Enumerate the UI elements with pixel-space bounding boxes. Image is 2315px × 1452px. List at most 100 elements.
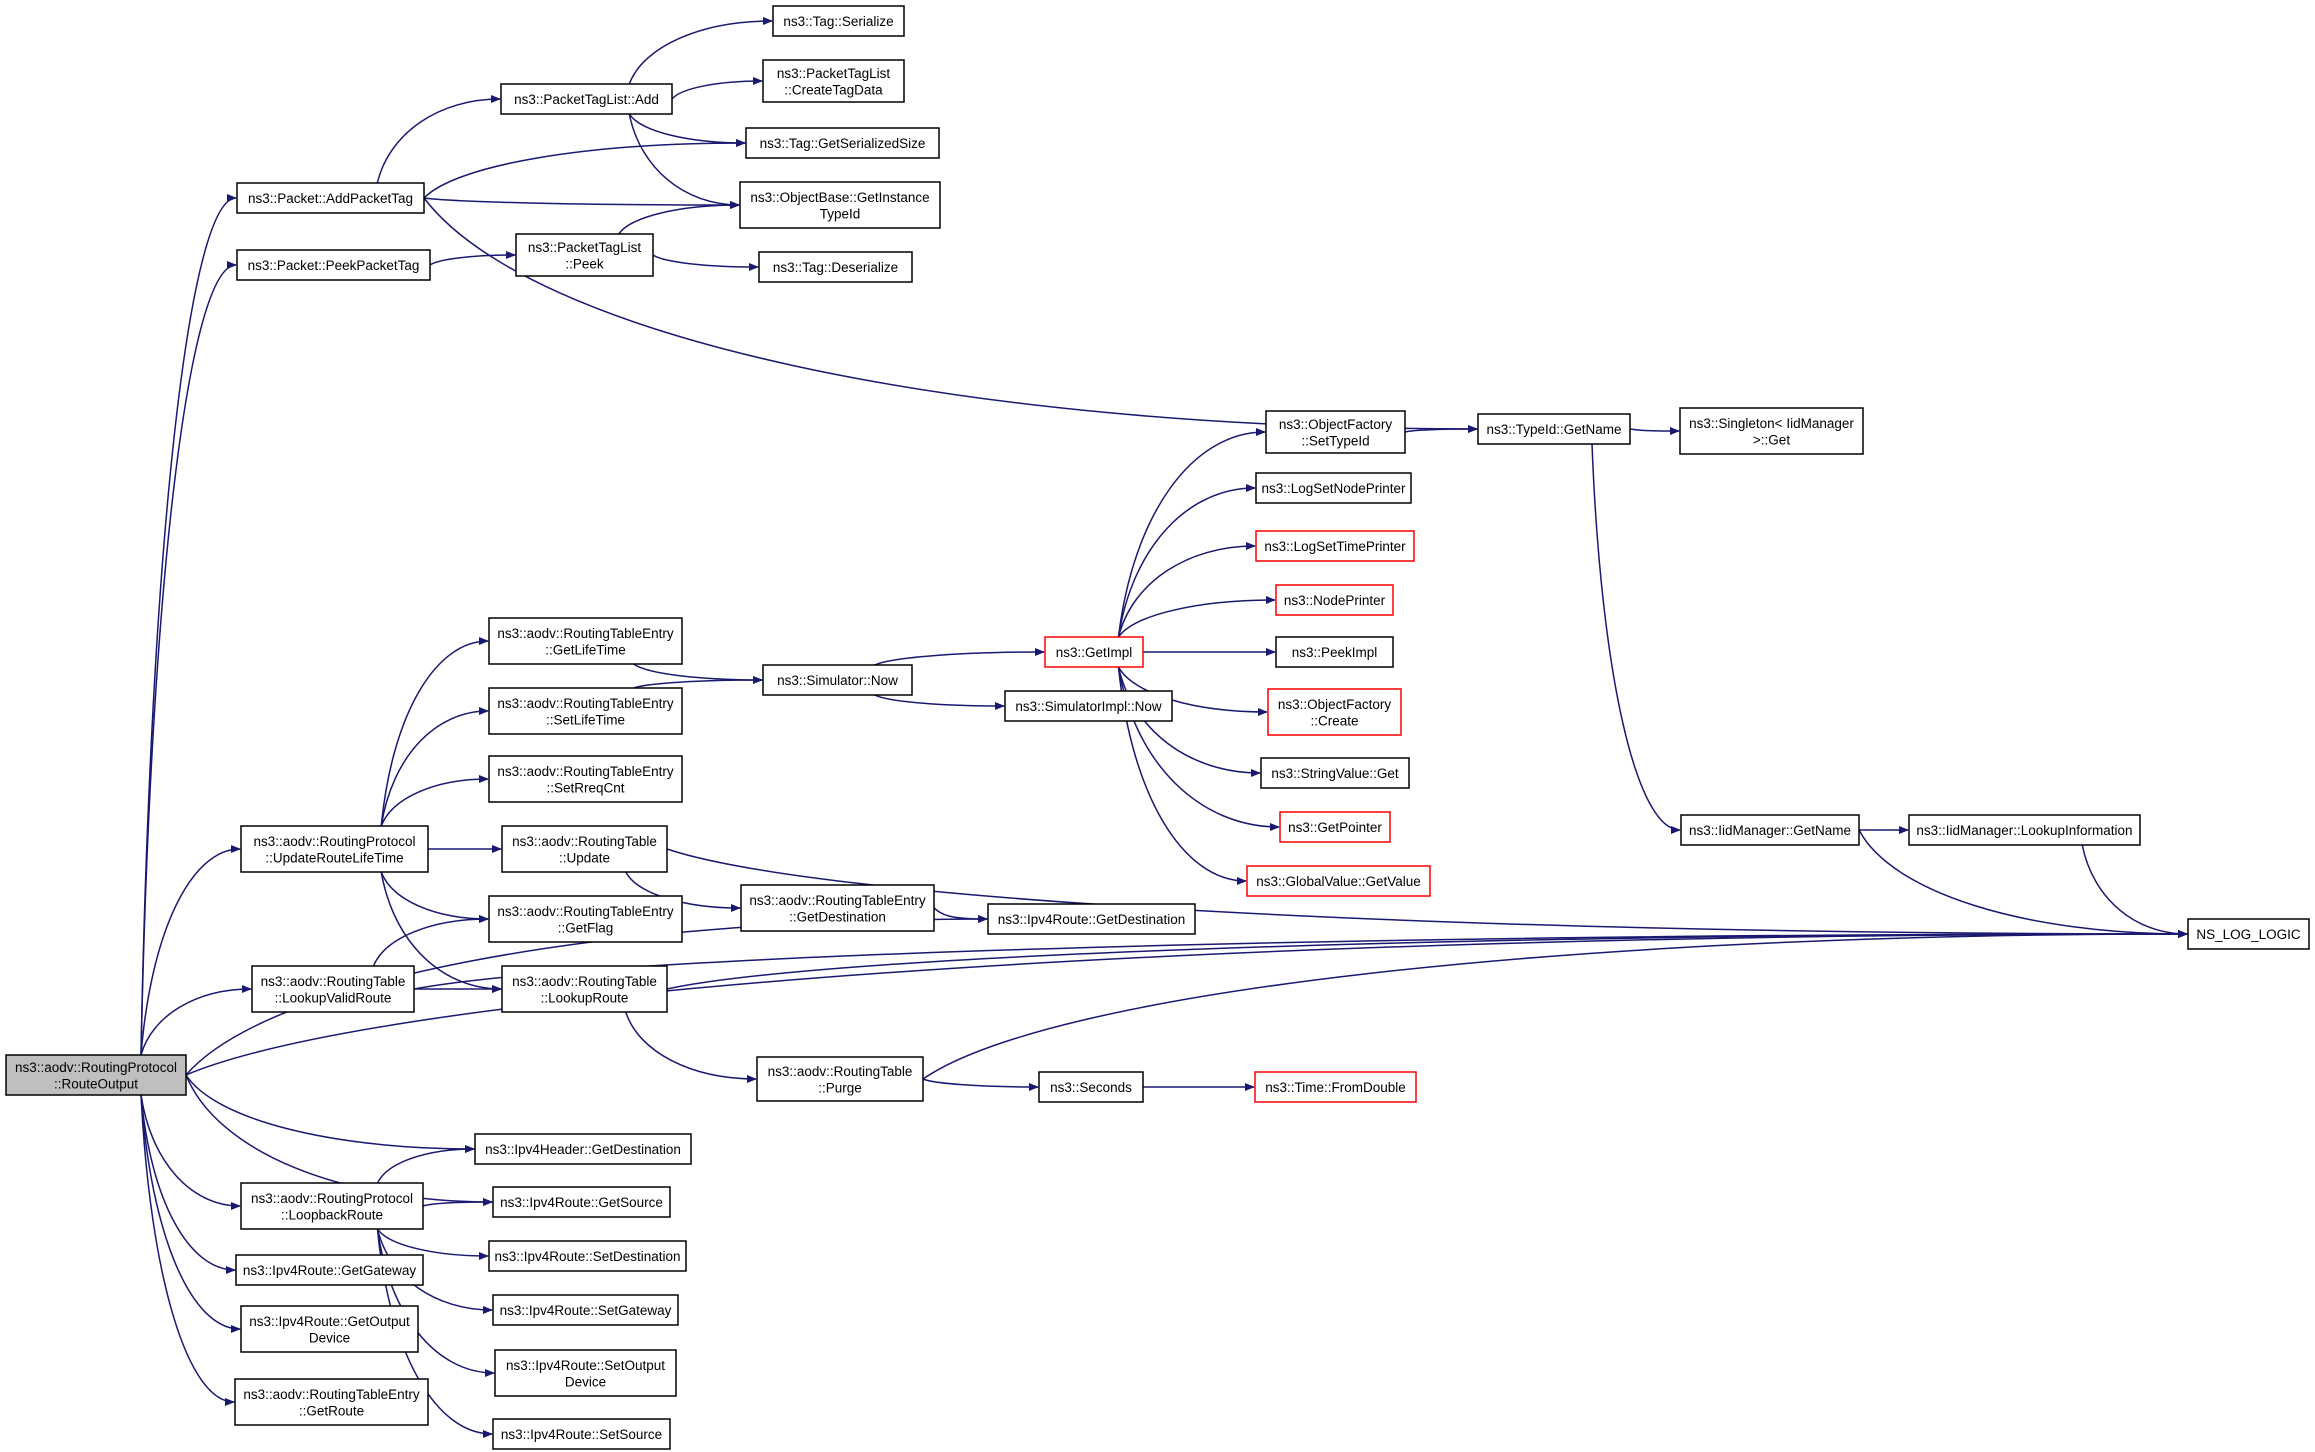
node-rte-get-flag[interactable]: ns3::aodv::RoutingTableEntry::GetFlag xyxy=(488,895,683,943)
node-rt-lookup-route[interactable]: ns3::aodv::RoutingTable::LookupRoute xyxy=(501,965,668,1013)
node-box xyxy=(488,895,683,943)
node-singleton-get[interactable]: ns3::Singleton< IidManager>::Get xyxy=(1679,407,1864,455)
node-rte-get-life-time[interactable]: ns3::aodv::RoutingTableEntry::GetLifeTim… xyxy=(488,617,683,665)
node-peek-impl[interactable]: ns3::PeekImpl xyxy=(1275,636,1394,668)
node-peek-packet-tag[interactable]: ns3::Packet::PeekPacketTag xyxy=(236,249,431,281)
node-box xyxy=(240,1305,419,1353)
node-get-pointer[interactable]: ns3::GetPointer xyxy=(1279,811,1391,843)
edge-loopback-route-to-ipv4-route-get-source xyxy=(422,1198,493,1207)
node-label: ns3::LogSetNodePrinter xyxy=(1261,481,1406,496)
node-ipv4-route-get-source[interactable]: ns3::Ipv4Route::GetSource xyxy=(492,1186,671,1218)
node-box xyxy=(488,755,683,803)
node-ptl-peek[interactable]: ns3::PacketTagList::Peek xyxy=(515,233,654,277)
node-rte-set-life-time[interactable]: ns3::aodv::RoutingTableEntry::SetLifeTim… xyxy=(488,687,683,735)
node-box xyxy=(236,249,431,281)
edge-line xyxy=(140,194,237,1056)
node-rte-get-destination[interactable]: ns3::aodv::RoutingTableEntry::GetDestina… xyxy=(740,884,935,932)
node-ipv4-route-set-destination[interactable]: ns3::Ipv4Route::SetDestination xyxy=(488,1240,687,1272)
node-global-value-get-value[interactable]: ns3::GlobalValue::GetValue xyxy=(1246,865,1431,897)
node-label: ns3::Seconds xyxy=(1050,1080,1132,1095)
node-label: ns3::aodv::RoutingTableEntry xyxy=(243,1387,420,1402)
node-loopback-route[interactable]: ns3::aodv::RoutingProtocol::LoopbackRout… xyxy=(240,1182,424,1230)
node-simulator-impl-now[interactable]: ns3::SimulatorImpl::Now xyxy=(1004,690,1173,722)
node-ipv4-route-set-gateway[interactable]: ns3::Ipv4Route::SetGateway xyxy=(492,1294,679,1326)
node-box xyxy=(1275,636,1394,668)
node-ipv4-header-get-destination[interactable]: ns3::Ipv4Header::GetDestination xyxy=(474,1133,692,1165)
edge-line xyxy=(874,648,1045,666)
node-label: ns3::Ipv4Route::GetDestination xyxy=(998,912,1186,927)
node-label: ::Update xyxy=(559,850,610,865)
edge-add-packet-tag-to-get-serialized-size xyxy=(423,139,746,199)
node-label: ns3::SimulatorImpl::Now xyxy=(1015,699,1162,714)
edge-get-impl-to-node-printer xyxy=(1117,596,1276,638)
node-of-set-type-id[interactable]: ns3::ObjectFactory::SetTypeId xyxy=(1265,410,1406,454)
node-of-create[interactable]: ns3::ObjectFactory::Create xyxy=(1267,688,1402,736)
edge-update-route-life-time-to-rte-get-life-time xyxy=(380,637,489,827)
node-rte-set-rreq-cnt[interactable]: ns3::aodv::RoutingTableEntry::SetRreqCnt xyxy=(488,755,683,803)
edge-of-set-type-id-to-type-id-get-name xyxy=(1404,425,1478,434)
node-iid-get-name[interactable]: ns3::IidManager::GetName xyxy=(1680,814,1860,846)
node-label: ::LookupValidRoute xyxy=(275,990,392,1005)
node-get-impl[interactable]: ns3::GetImpl xyxy=(1044,636,1144,668)
node-box xyxy=(1279,811,1391,843)
node-label: ns3::aodv::RoutingTable xyxy=(512,834,657,849)
node-log-set-time-printer[interactable]: ns3::LogSetTimePrinter xyxy=(1255,530,1415,562)
edge-line xyxy=(1117,596,1276,638)
node-string-value-get[interactable]: ns3::StringValue::Get xyxy=(1260,757,1410,789)
node-rt-update[interactable]: ns3::aodv::RoutingTable::Update xyxy=(501,825,668,873)
node-tag-deserialize[interactable]: ns3::Tag::Deserialize xyxy=(758,251,913,283)
node-label: ns3::Tag::GetSerializedSize xyxy=(760,136,926,151)
node-node-printer[interactable]: ns3::NodePrinter xyxy=(1275,584,1394,616)
node-time-from-double[interactable]: ns3::Time::FromDouble xyxy=(1254,1071,1417,1103)
node-add-packet-tag[interactable]: ns3::Packet::AddPacketTag xyxy=(236,182,425,214)
node-box xyxy=(740,884,935,932)
edge-route-output-to-add-packet-tag xyxy=(140,194,237,1056)
node-box xyxy=(488,617,683,665)
node-rt-purge[interactable]: ns3::aodv::RoutingTable::Purge xyxy=(756,1056,924,1102)
node-lookup-valid-route[interactable]: ns3::aodv::RoutingTable::LookupValidRout… xyxy=(251,965,415,1013)
node-iid-lookup-information[interactable]: ns3::IidManager::LookupInformation xyxy=(1908,814,2141,846)
edge-iid-get-name-to-ns-log-logic xyxy=(1858,829,2188,938)
edge-line xyxy=(380,707,489,827)
node-label: ns3::ObjectFactory xyxy=(1278,697,1392,712)
edge-line xyxy=(922,930,2188,1080)
node-simulator-now[interactable]: ns3::Simulator::Now xyxy=(762,664,913,696)
node-log-set-node-printer[interactable]: ns3::LogSetNodePrinter xyxy=(1255,472,1412,504)
node-label: ::SetRreqCnt xyxy=(546,780,624,795)
node-label: ns3::NodePrinter xyxy=(1284,593,1386,608)
edge-line xyxy=(628,113,740,209)
node-ipv4-route-set-source[interactable]: ns3::Ipv4Route::SetSource xyxy=(492,1418,671,1450)
node-box xyxy=(1477,413,1631,445)
node-route-output[interactable]: ns3::aodv::RoutingProtocol::RouteOutput xyxy=(5,1054,187,1096)
node-create-tag-data[interactable]: ns3::PacketTagList::CreateTagData xyxy=(762,59,905,103)
node-rte-get-route[interactable]: ns3::aodv::RoutingTableEntry::GetRoute xyxy=(234,1378,429,1426)
node-ipv4-route-get-destination[interactable]: ns3::Ipv4Route::GetDestination xyxy=(987,903,1196,935)
node-label: Device xyxy=(565,1374,606,1389)
edge-line xyxy=(185,930,2188,1076)
edge-line xyxy=(666,848,2188,938)
node-update-route-life-time[interactable]: ns3::aodv::RoutingProtocol::UpdateRouteL… xyxy=(240,825,429,873)
node-box xyxy=(488,687,683,735)
edge-loopback-route-to-ipv4-route-set-gateway xyxy=(376,1228,493,1314)
node-label: ::Purge xyxy=(818,1080,862,1095)
node-seconds[interactable]: ns3::Seconds xyxy=(1038,1071,1144,1103)
edge-route-output-to-peek-packet-tag xyxy=(140,261,237,1056)
node-ipv4-route-get-gateway[interactable]: ns3::Ipv4Route::GetGateway xyxy=(235,1254,424,1286)
node-ns-log-logic[interactable]: NS_LOG_LOGIC xyxy=(2187,918,2310,950)
node-label: ::GetLifeTime xyxy=(545,642,626,657)
edge-line xyxy=(423,197,1478,433)
node-get-serialized-size[interactable]: ns3::Tag::GetSerializedSize xyxy=(745,127,940,159)
node-ptl-add[interactable]: ns3::PacketTagList::Add xyxy=(500,83,673,115)
node-label: ns3::Singleton< IidManager xyxy=(1689,416,1854,431)
node-label: ::GetFlag xyxy=(558,920,614,935)
edge-add-packet-tag-to-get-instance-type-id xyxy=(423,197,740,209)
node-type-id-get-name[interactable]: ns3::TypeId::GetName xyxy=(1477,413,1631,445)
node-label: ns3::LogSetTimePrinter xyxy=(1264,539,1406,554)
node-tag-serialize[interactable]: ns3::Tag::Serialize xyxy=(772,5,905,37)
node-box xyxy=(1275,584,1394,616)
node-box xyxy=(1255,530,1415,562)
edge-line xyxy=(1117,484,1256,638)
